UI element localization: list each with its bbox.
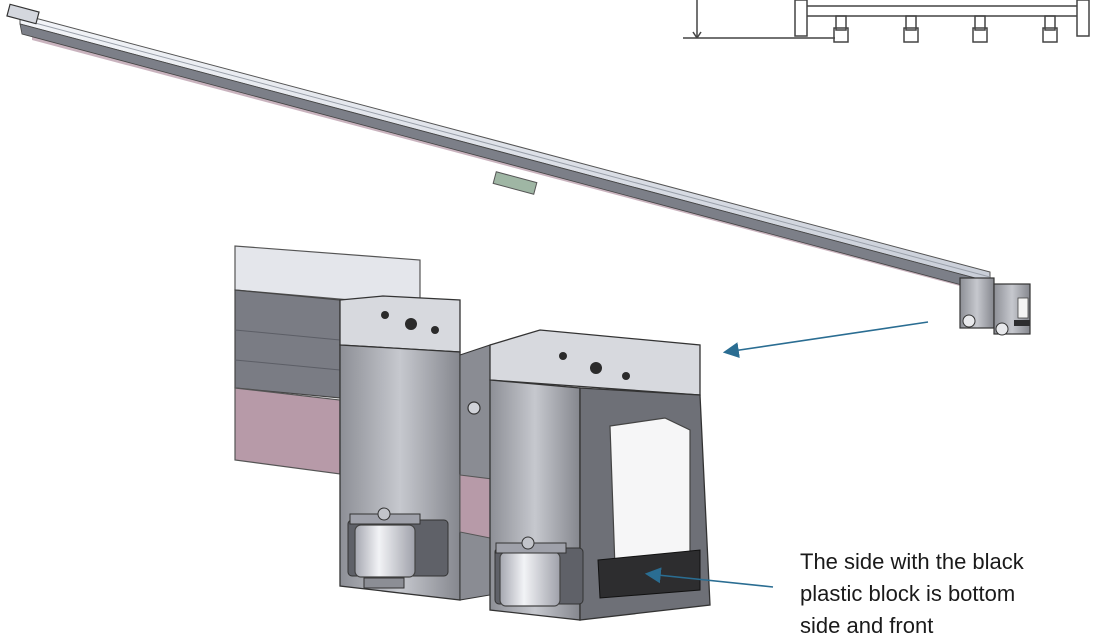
technical-drawing-fragment [683,0,1090,43]
annotation-line-3: side and front [800,613,934,638]
rail-overview [6,3,1031,336]
right-bracket [489,329,711,621]
rail-end-brackets [959,277,1031,336]
annotation-line-2: plastic block is bottom [800,581,1016,606]
annotation-line-1: The side with the black [800,549,1024,574]
block-callout-arrow [644,567,774,588]
detail-callout-arrow [722,321,929,359]
rail-detail-view [234,245,711,621]
rail-center-mount [492,171,538,195]
left-bracket [339,295,461,601]
annotation-text: The side with the black plastic block is… [800,546,1119,642]
